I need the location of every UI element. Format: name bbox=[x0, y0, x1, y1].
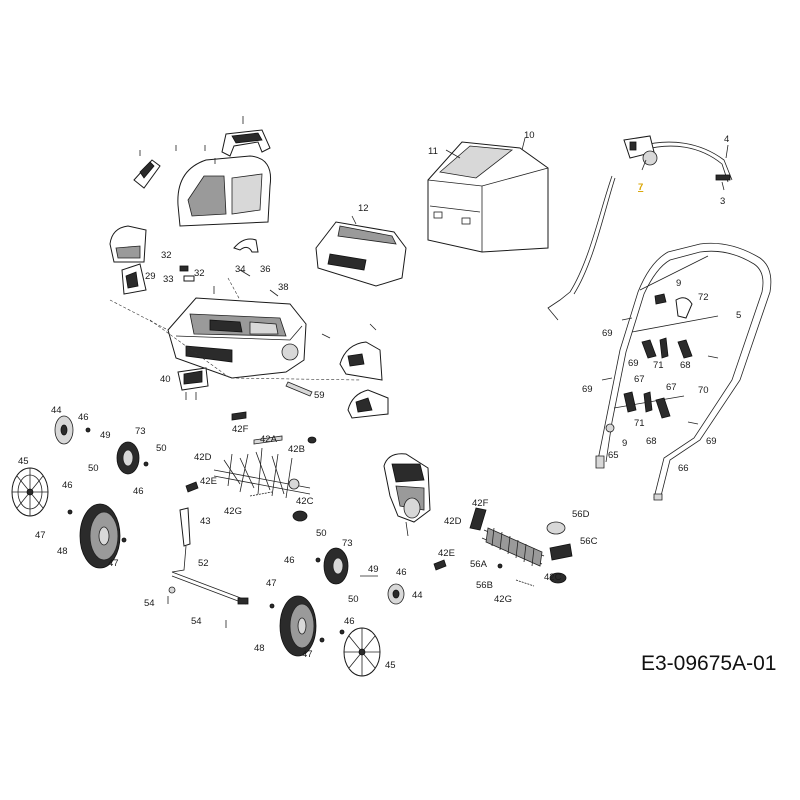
part-label: 42C bbox=[296, 496, 314, 507]
part-label: 50 bbox=[348, 594, 359, 605]
part-label: 10 bbox=[524, 130, 535, 141]
part-label: 47 bbox=[108, 558, 119, 569]
housing-cover-drawing bbox=[133, 116, 272, 227]
part-label: 42E bbox=[200, 476, 217, 487]
part-label: 69 bbox=[706, 436, 717, 447]
part-label: 42F bbox=[232, 424, 249, 435]
part-label: 43 bbox=[200, 516, 211, 527]
part-label: 72 bbox=[698, 292, 709, 303]
part-label: 9 bbox=[676, 278, 681, 289]
part-label: 50 bbox=[88, 463, 99, 474]
part-label: 29 bbox=[145, 271, 156, 282]
tine-roller-drawing bbox=[185, 411, 317, 522]
part-label: 33 bbox=[163, 274, 174, 285]
part-label: 70 bbox=[698, 385, 709, 396]
drawing-number: E3-09675A-01 bbox=[641, 652, 776, 675]
part-label: 47 bbox=[35, 530, 46, 541]
part-label: 45 bbox=[18, 456, 29, 467]
part-label: 42D bbox=[194, 452, 212, 463]
part-label: 9 bbox=[622, 438, 627, 449]
part-label: 42F bbox=[472, 498, 489, 509]
part-label: 48 bbox=[57, 546, 68, 557]
part-label: 3 bbox=[720, 196, 725, 207]
part-label: 69 bbox=[582, 384, 593, 395]
part-label: 54 bbox=[144, 598, 155, 609]
part-label: 56C bbox=[580, 536, 598, 547]
handle-frame-drawing bbox=[595, 242, 772, 501]
part-label: 56D bbox=[572, 509, 590, 520]
part-label: 66 bbox=[678, 463, 689, 474]
part-label: 40 bbox=[160, 374, 171, 385]
part-label: 44 bbox=[412, 590, 423, 601]
part-label: 42C bbox=[544, 572, 562, 583]
part-label: 67 bbox=[666, 382, 677, 393]
height-adjuster-drawing bbox=[167, 507, 249, 628]
part-label: 69 bbox=[628, 358, 639, 369]
part-label: 42G bbox=[494, 594, 512, 605]
part-label: 48 bbox=[254, 643, 265, 654]
part-label: 5 bbox=[736, 310, 741, 321]
part-label: 46 bbox=[344, 616, 355, 627]
part-label: 68 bbox=[646, 436, 657, 447]
part-label: 69 bbox=[602, 328, 613, 339]
part-label: 46 bbox=[396, 567, 407, 578]
part-label: 34 bbox=[235, 264, 246, 275]
part-label: 47 bbox=[266, 578, 277, 589]
part-label: 46 bbox=[284, 555, 295, 566]
part-label: 32 bbox=[194, 268, 205, 279]
part-label: 50 bbox=[156, 443, 167, 454]
part-label: 46 bbox=[133, 486, 144, 497]
part-label: 65 bbox=[608, 450, 619, 461]
part-label: 42B bbox=[288, 444, 305, 455]
part-label: 42D bbox=[444, 516, 462, 527]
part-labels: 11 10 4 3 7 12 32 32 33 29 34 36 38 9 72… bbox=[18, 130, 741, 671]
chassis-drawing bbox=[109, 269, 389, 419]
part-label: 71 bbox=[634, 418, 645, 429]
part-label: 59 bbox=[314, 390, 325, 401]
part-label: 42G bbox=[224, 506, 242, 517]
part-label: 45 bbox=[385, 660, 396, 671]
part-label: 67 bbox=[634, 374, 645, 385]
part-label: 56B bbox=[476, 580, 493, 591]
wheel-set-left-drawing bbox=[11, 415, 149, 569]
part-label: 50 bbox=[316, 528, 327, 539]
part-label: 46 bbox=[62, 480, 73, 491]
part-label: 47 bbox=[302, 649, 313, 660]
part-label: 42E bbox=[438, 548, 455, 559]
part-label: 49 bbox=[368, 564, 379, 575]
cable-lever-drawing bbox=[547, 135, 733, 321]
part-label: 56A bbox=[470, 559, 488, 570]
grass-bag-drawing bbox=[427, 137, 549, 253]
part-label: 4 bbox=[724, 134, 729, 145]
rake-roller-drawing bbox=[433, 507, 573, 587]
motor-assembly-drawing bbox=[383, 453, 431, 537]
part-label: 73 bbox=[342, 538, 353, 549]
part-label: 46 bbox=[78, 412, 89, 423]
side-bracket-drawing bbox=[109, 225, 259, 295]
part-label: 36 bbox=[260, 264, 271, 275]
wheel-set-center-drawing bbox=[269, 547, 405, 677]
part-label: 38 bbox=[278, 282, 289, 293]
air-duct-drawing bbox=[315, 215, 407, 287]
part-label: 42A bbox=[260, 434, 278, 445]
part-label: 68 bbox=[680, 360, 691, 371]
part-label: 71 bbox=[653, 360, 664, 371]
part-label: 49 bbox=[100, 430, 111, 441]
part-label: 54 bbox=[191, 616, 202, 627]
part-label-highlighted[interactable]: 7 bbox=[638, 182, 643, 193]
part-label: 32 bbox=[161, 250, 172, 261]
part-label: 11 bbox=[428, 146, 438, 157]
part-label: 44 bbox=[51, 405, 62, 416]
part-label: 12 bbox=[358, 203, 369, 214]
part-label: 52 bbox=[198, 558, 209, 569]
part-label: 73 bbox=[135, 426, 146, 437]
